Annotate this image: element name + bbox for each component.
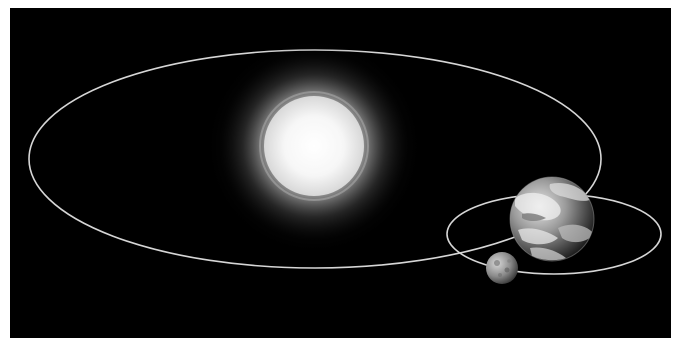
moon-icon [486,252,518,284]
space-scene [10,8,671,338]
planet-icon [509,176,595,262]
sun-halo-ring [259,91,369,201]
orbit-diagram [28,36,662,284]
sun-icon [264,96,364,196]
